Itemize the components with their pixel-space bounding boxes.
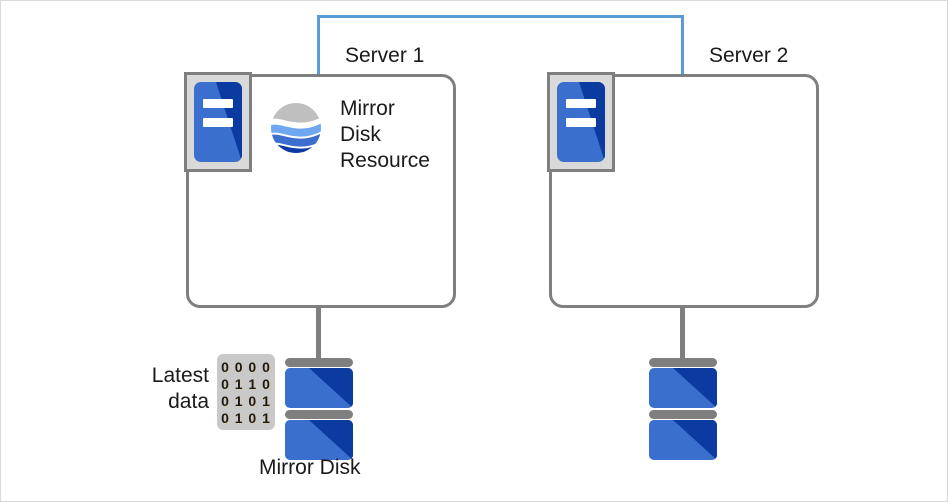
server-machine-icon [547,72,615,172]
server-machine-slot-bar [566,99,596,108]
mirror-disk-resource-label-line: Disk [340,123,381,146]
latest-data-label-line: data [168,390,209,413]
mirror-disk-resource-label: Mirror Disk Resource [340,96,430,174]
server-machine-body [194,82,242,162]
disk-platter [649,368,717,408]
disk-stack-icon [649,358,717,460]
binary-row: 0 0 0 0 [221,359,271,375]
disk-cap [285,410,353,419]
server-machine-slot-bar [566,118,596,127]
disk-cap [649,410,717,419]
disk-cap [649,358,717,367]
binary-row: 0 1 0 1 [221,393,271,409]
server-2-label: Server 2 [709,44,789,67]
mirror-disk-resource-label-line: Mirror [340,97,395,120]
server-machine-body [557,82,605,162]
mirror-disk-resource-label-line: Resource [340,149,430,172]
mirror-disk-caption: Mirror Disk [259,456,361,479]
server-1-label: Server 1 [345,44,425,67]
interconnect-left-segment [317,15,320,75]
binary-row: 0 1 1 0 [221,376,271,392]
disk-cap [285,358,353,367]
binary-row: 0 1 0 1 [221,410,271,426]
server-2-disk-connector [680,306,685,362]
disk-platter [649,420,717,460]
server-1-disk-connector [316,306,321,362]
latest-data-label: Latest data [121,363,209,415]
mirror-disk-resource-globe-icon [269,101,323,155]
interconnect-right-segment [681,15,684,75]
disk-stack-icon [285,358,353,460]
disk-platter [285,420,353,460]
server-machine-icon [184,72,252,172]
interconnect-top-segment [317,15,684,18]
disk-platter [285,368,353,408]
server-machine-slot-bar [203,118,233,127]
latest-data-binary-chip: 0 0 0 0 0 1 1 0 0 1 0 1 0 1 0 1 [217,354,275,430]
server-machine-slot-bar [203,99,233,108]
latest-data-label-line: Latest [151,364,209,387]
